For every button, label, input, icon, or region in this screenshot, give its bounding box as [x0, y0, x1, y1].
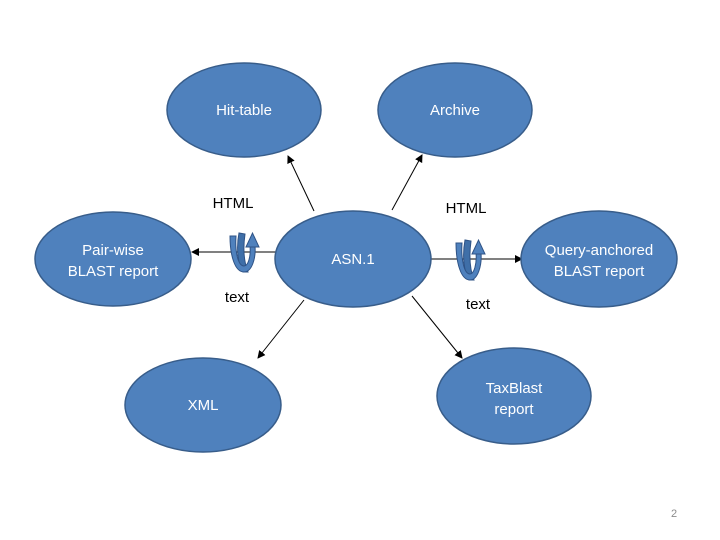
slide-page-number: 2: [670, 508, 678, 520]
node-pairwise-label-line2: BLAST report: [68, 263, 159, 280]
right-conversion-text-label: text: [466, 296, 491, 313]
left-circular-arrow-icon: [229, 231, 260, 273]
right-conversion-html-label: HTML: [446, 200, 487, 217]
node-taxblast-report: TaxBlast report: [436, 347, 592, 445]
left-conversion-text-label: text: [225, 289, 250, 306]
node-query-anchored-label-line2: BLAST report: [554, 263, 645, 280]
node-archive-label: Archive: [430, 102, 480, 119]
left-conversion-html-label: HTML: [213, 195, 254, 212]
arrow-to-hit-table: [287, 155, 315, 212]
node-asn1: ASN.1: [274, 210, 432, 308]
node-archive: Archive: [377, 62, 533, 158]
node-pairwise-label-line1: Pair-wise: [82, 242, 144, 259]
node-xml-label: XML: [188, 397, 219, 414]
arrow-to-taxblast: [411, 295, 463, 359]
node-pairwise-blast-report: Pair-wise BLAST report: [34, 211, 192, 307]
node-taxblast-label-line2: report: [494, 401, 534, 418]
node-query-anchored-label-line1: Query-anchored: [545, 242, 653, 259]
node-query-anchored-blast-report: Query-anchored BLAST report: [520, 210, 678, 308]
right-conversion: HTML text: [446, 200, 491, 313]
left-conversion: HTML text: [213, 195, 260, 306]
node-asn1-label: ASN.1: [331, 251, 374, 268]
node-hit-table: Hit-table: [166, 62, 322, 158]
node-taxblast-label-line1: TaxBlast: [486, 380, 544, 397]
right-circular-arrow-icon: [455, 238, 486, 281]
arrow-to-archive: [391, 154, 423, 211]
arrow-to-xml: [257, 299, 305, 359]
node-hit-table-label: Hit-table: [216, 102, 272, 119]
node-xml: XML: [124, 357, 282, 453]
